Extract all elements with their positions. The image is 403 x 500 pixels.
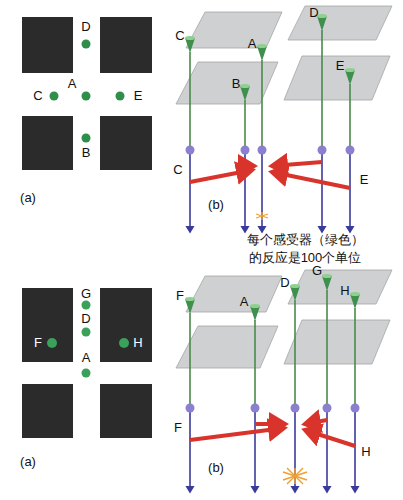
part-label: D	[280, 276, 289, 290]
green-dots	[50, 40, 125, 143]
dark-squares	[22, 17, 152, 170]
receptor-top	[322, 274, 332, 278]
part-label: F	[176, 289, 184, 303]
part-label: B	[232, 77, 241, 91]
receptor-axon	[254, 320, 256, 404]
receptor-cone	[350, 294, 360, 309]
part-label: H	[133, 336, 142, 350]
part-label: A	[82, 351, 91, 365]
receptor-cone	[345, 70, 355, 85]
output-axon	[321, 154, 323, 232]
receptor-cone	[290, 286, 300, 301]
output-axon	[349, 154, 351, 232]
receptor-axon	[349, 84, 351, 146]
inhibition-lines	[190, 420, 355, 446]
output-burst	[283, 468, 307, 484]
receptor-cone	[185, 299, 195, 314]
receptor-top	[185, 36, 195, 40]
output-axon	[189, 412, 191, 492]
receptor-top	[240, 84, 250, 88]
part-label: G	[312, 264, 322, 278]
green-dots	[47, 301, 129, 378]
part-label: A	[240, 295, 249, 309]
part-label: H	[340, 284, 349, 298]
part-label: D	[81, 312, 90, 326]
cell-body	[241, 146, 250, 155]
cell-body	[318, 146, 327, 155]
part-label: B	[82, 146, 91, 160]
receptor-axon	[189, 52, 191, 146]
part-label: E	[134, 89, 143, 103]
cell-body	[186, 146, 195, 155]
part-label: (a)	[20, 455, 36, 469]
part-label: A	[248, 37, 257, 51]
part-label: C	[173, 163, 182, 177]
receptor-top	[185, 297, 195, 301]
receptor-top	[290, 284, 300, 288]
receptor-cone	[250, 306, 260, 321]
receptor-top	[345, 68, 355, 72]
part-label: (b)	[208, 198, 224, 212]
part-label: E	[360, 173, 369, 187]
receptor-top	[257, 44, 267, 48]
part-label: E	[336, 59, 345, 73]
part-label: (b)	[208, 461, 224, 475]
output-burst	[256, 212, 268, 220]
dark-squares	[22, 288, 152, 438]
note-text: 每个感受器（绿色）的反应是100个单位	[242, 231, 368, 266]
part-label: G	[81, 287, 91, 301]
part-label: C	[33, 89, 42, 103]
output-axon	[189, 154, 191, 232]
cell-body	[351, 404, 360, 413]
cell-body	[258, 146, 267, 155]
receptor-axon	[321, 30, 323, 146]
receptor-axon	[326, 290, 328, 404]
part-label: (a)	[20, 191, 36, 205]
receptor-axon	[294, 300, 296, 404]
receptor-top	[250, 304, 260, 308]
part-label: H	[361, 445, 370, 459]
cell-body	[291, 404, 300, 413]
cell-body	[323, 404, 332, 413]
part-label: D	[309, 6, 318, 20]
receptor-top	[350, 292, 360, 296]
output-axon	[354, 412, 356, 492]
receptor-cone	[185, 38, 195, 53]
receptor-axon	[261, 60, 263, 146]
receptor-axon	[189, 313, 191, 404]
receptor-axon	[354, 308, 356, 404]
inhibition-lines	[190, 162, 350, 188]
receptor-planes	[176, 6, 392, 104]
part-label: F	[174, 421, 182, 435]
cell-body	[251, 404, 260, 413]
receptor-cone	[322, 276, 332, 291]
part-label: C	[175, 29, 184, 43]
output-axon	[326, 412, 328, 492]
cell-body	[346, 146, 355, 155]
part-label: F	[34, 336, 42, 350]
part-label: D	[81, 20, 90, 34]
receptor-planes	[176, 270, 392, 368]
output-axon	[261, 154, 263, 232]
receptor-cone	[240, 86, 250, 101]
receptor-axon	[244, 100, 246, 146]
output-axon	[294, 412, 296, 492]
receptor-cone	[257, 46, 267, 61]
part-label: A	[68, 77, 77, 91]
cell-body	[186, 404, 195, 413]
